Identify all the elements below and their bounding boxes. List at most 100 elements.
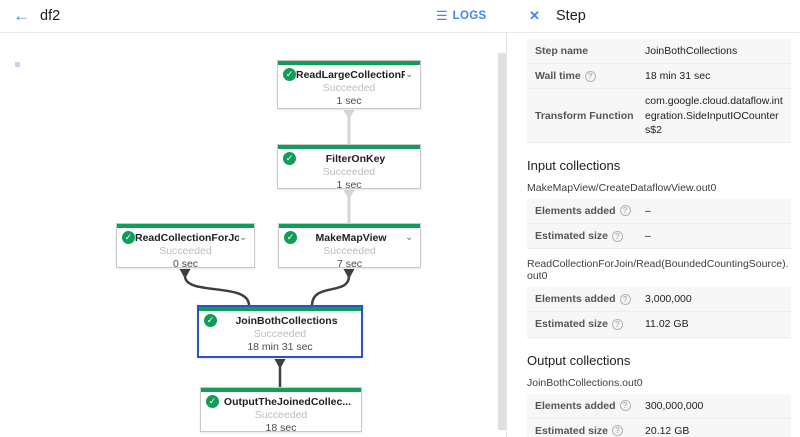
edge-arrow (343, 110, 355, 120)
logs-button-label: LOGS (452, 9, 487, 22)
job-title: df2 (40, 8, 61, 24)
output-collections-heading: Output collections (527, 352, 631, 368)
node-title: ReadLargeCollectionFr... (296, 68, 405, 81)
node-status-bar (278, 61, 420, 65)
row-label: Wall time ? (535, 69, 645, 83)
help-icon[interactable]: ? (611, 230, 623, 242)
help-icon[interactable]: ? (619, 205, 631, 217)
step-node-joinbothcollections-selected[interactable]: ✓ JoinBothCollections Succeeded 18 min 3… (197, 305, 363, 358)
table-row: Estimated size ? 20.12 GB (527, 418, 791, 437)
node-title: MakeMapView (315, 231, 387, 244)
row-value: JoinBothCollections (645, 45, 738, 57)
node-title: ReadCollectionForJoin (135, 231, 239, 244)
chevron-down-icon[interactable]: ⌄ (239, 231, 248, 243)
graph-scrollbar[interactable] (498, 53, 506, 430)
job-graph-canvas[interactable]: ✓ ReadLargeCollectionFr... ⌄ Succeeded 1… (0, 33, 507, 437)
step-node-filteronkey[interactable]: ✓ FilterOnKey Succeeded 1 sec (277, 144, 421, 191)
step-summary-table: Step name JoinBothCollections Wall time … (527, 39, 791, 143)
edge-makemap-join (310, 275, 351, 306)
table-row: Wall time ? 18 min 31 sec (527, 64, 791, 90)
row-label: Elements added ? (535, 204, 645, 218)
dataflow-edges (179, 110, 355, 387)
node-status-bar (199, 307, 361, 311)
collection-name: JoinBothCollections.out0 (527, 376, 643, 389)
step-node-readlargecollection[interactable]: ✓ ReadLargeCollectionFr... ⌄ Succeeded 1… (277, 60, 421, 109)
success-check-icon: ✓ (284, 231, 297, 244)
node-status: Succeeded (159, 245, 212, 257)
edge-arrow (343, 190, 355, 200)
success-check-icon: ✓ (122, 231, 135, 244)
collection-name: ReadCollectionForJoin/Read(BoundedCounti… (527, 258, 789, 283)
graph-artifact-dot (15, 62, 20, 67)
row-label: Estimated size ? (535, 424, 645, 437)
node-title: JoinBothCollections (235, 314, 338, 327)
node-time: 7 sec (336, 258, 363, 270)
table-row: Elements added ? 300,000,000 (527, 393, 791, 419)
table-row: Elements added ? – (527, 198, 791, 225)
node-time: 1 sec (336, 95, 362, 107)
node-status: Succeeded (322, 82, 376, 94)
row-label: Step name (535, 45, 589, 58)
success-check-icon: ✓ (283, 68, 296, 81)
row-label: Estimated size ? (535, 229, 645, 243)
collection-metrics-table: Elements added ? 300,000,000 Estimated s… (527, 393, 791, 437)
node-time: 18 min 31 sec (247, 341, 313, 353)
step-details-panel: Step name JoinBothCollections Wall time … (507, 33, 799, 437)
step-node-readcollectionforjoin[interactable]: ✓ ReadCollectionForJoin ⌄ Succeeded 0 se… (116, 223, 255, 270)
help-icon[interactable]: ? (619, 293, 631, 305)
row-value: 18 min 31 sec (645, 70, 711, 83)
row-label: Elements added ? (535, 399, 645, 413)
node-time: 1 sec (336, 179, 362, 191)
collection-name: MakeMapView/CreateDataflowView.out0 (527, 181, 717, 194)
node-title: FilterOnKey (325, 152, 386, 165)
help-icon[interactable]: ? (611, 318, 623, 330)
row-label: Estimated size ? (535, 317, 645, 331)
step-node-makemapview[interactable]: ✓ MakeMapView ⌄ Succeeded 7 sec (278, 223, 421, 270)
row-label: Transform Function (535, 109, 634, 122)
back-icon[interactable]: ← (13, 6, 30, 25)
help-icon[interactable]: ? (611, 425, 623, 437)
row-value: 20.12 GB (645, 424, 690, 437)
node-status: Succeeded (254, 409, 308, 421)
panel-title: Step (556, 8, 586, 24)
help-icon[interactable]: ? (619, 400, 631, 412)
collection-metrics-table: Elements added ? 3,000,000 Estimated siz… (527, 287, 791, 338)
input-collections-heading: Input collections (527, 157, 621, 173)
table-row: Transform Function com.google.cloud.data… (527, 89, 791, 143)
top-bar: ← df2 ☰ LOGS ✕ Step (0, 0, 800, 33)
node-status-bar (279, 224, 420, 228)
node-time: 18 sec (265, 422, 297, 434)
row-value: 3,000,000 (645, 293, 692, 306)
main-area: ✓ ReadLargeCollectionFr... ⌄ Succeeded 1… (0, 33, 800, 437)
edge-arrow (274, 359, 286, 369)
node-status-bar (201, 388, 361, 392)
node-title: OutputTheJoinedCollec... (223, 395, 352, 408)
table-row: Estimated size ? – (527, 224, 791, 250)
row-value: com.google.cloud.dataflow.integration.Si… (645, 95, 783, 136)
success-check-icon: ✓ (283, 152, 296, 165)
node-status-bar (278, 145, 420, 149)
chevron-down-icon[interactable]: ⌄ (405, 231, 414, 243)
edge-arrow (179, 269, 191, 279)
close-icon[interactable]: ✕ (529, 8, 540, 23)
edge-readcoll-join (183, 275, 251, 306)
help-icon[interactable]: ? (584, 70, 596, 82)
row-value: 11.02 GB (645, 318, 689, 331)
node-status: Succeeded (323, 245, 376, 257)
step-node-outputthejoined[interactable]: ✓ OutputTheJoinedCollec... Succeeded 18 … (200, 387, 362, 434)
table-row: Step name JoinBothCollections (527, 39, 791, 65)
logs-button[interactable]: ☰ LOGS (436, 9, 486, 22)
row-label: Elements added ? (535, 292, 645, 306)
row-value: – (645, 204, 651, 217)
chevron-down-icon[interactable]: ⌄ (405, 68, 414, 80)
table-row: Estimated size ? 11.02 GB (527, 312, 791, 338)
table-row: Elements added ? 3,000,000 (527, 287, 791, 313)
node-status-bar (117, 224, 254, 228)
node-status: Succeeded (253, 328, 307, 340)
row-value: 300,000,000 (645, 399, 704, 412)
node-time: 0 sec (172, 258, 199, 270)
success-check-icon: ✓ (206, 395, 219, 408)
success-check-icon: ✓ (204, 314, 217, 327)
logs-list-icon: ☰ (436, 8, 448, 23)
row-value: – (645, 230, 651, 243)
